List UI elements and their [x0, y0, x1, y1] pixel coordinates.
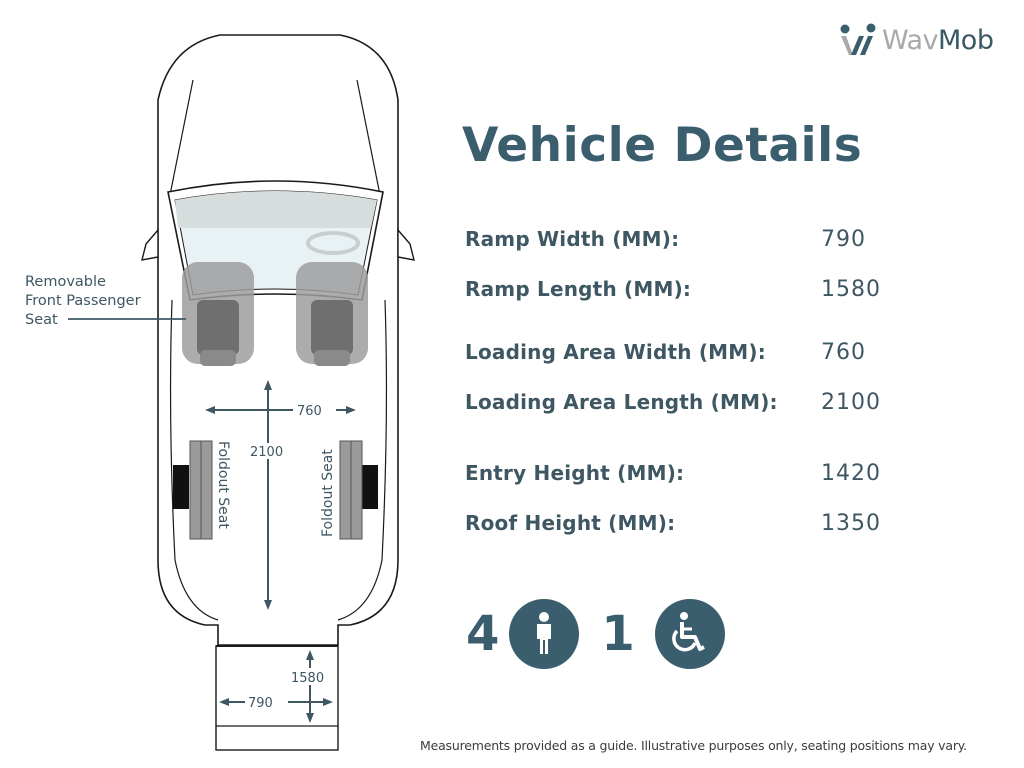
front-passenger-seat: [182, 262, 254, 366]
brand-name-part1: Wav: [882, 24, 939, 56]
loading-width-dimension: 760: [297, 404, 322, 419]
spec-label: Loading Area Width (MM):: [465, 340, 766, 364]
disclaimer-text: Measurements provided as a guide. Illust…: [420, 738, 967, 753]
person-icon: [509, 599, 580, 669]
spec-row-ramp-width: Ramp Width (MM): 790: [465, 224, 905, 254]
spec-label: Ramp Width (MM):: [465, 227, 680, 251]
foldout-seat-right-label: Foldout Seat: [320, 449, 336, 537]
ramp-length-dimension: 1580: [291, 671, 324, 686]
ramp-width-dimension: 790: [248, 696, 273, 711]
spec-label: Entry Height (MM):: [465, 461, 685, 485]
wheelchair-icon: [654, 599, 725, 669]
front-seat-label-line1: Removable: [25, 274, 106, 290]
page-title: Vehicle Details: [462, 118, 863, 173]
foldout-seat-left-label: Foldout Seat: [215, 441, 231, 529]
wavmob-logo-icon: [840, 23, 876, 55]
brand-name-part2: Mob: [938, 24, 994, 56]
passenger-count: 4: [466, 606, 500, 662]
wheelchair-count: 1: [601, 606, 635, 662]
spec-row-loading-length: Loading Area Length (MM): 2100: [465, 387, 905, 417]
brand-logo: WavMob: [838, 20, 1013, 60]
loading-length-dimension: 2100: [250, 445, 283, 460]
spec-value: 1350: [821, 510, 881, 536]
spec-value: 2100: [821, 389, 881, 415]
spec-value: 760: [821, 339, 866, 365]
spec-label: Ramp Length (MM):: [465, 277, 692, 301]
foldout-seat-right: [339, 440, 363, 540]
front-seat-label-line3: Seat: [25, 312, 58, 328]
spec-value: 1580: [821, 276, 881, 302]
driver-seat: [296, 262, 368, 366]
spec-row-entry-height: Entry Height (MM): 1420: [465, 458, 905, 488]
ramp: [215, 645, 339, 751]
spec-row-loading-width: Loading Area Width (MM): 760: [465, 337, 905, 367]
vehicle-top-view-diagram: Removable Front Passenger Seat Foldout S…: [25, 34, 415, 751]
spec-label: Roof Height (MM):: [465, 511, 676, 535]
spec-value: 790: [821, 226, 866, 252]
foldout-seat-left: [189, 440, 213, 540]
spec-row-ramp-length: Ramp Length (MM): 1580: [465, 274, 905, 304]
spec-label: Loading Area Length (MM):: [465, 390, 778, 414]
brand-name: WavMob: [882, 24, 994, 56]
spec-value: 1420: [821, 460, 881, 486]
front-seat-label-line2: Front Passenger: [25, 293, 141, 309]
spec-row-roof-height: Roof Height (MM): 1350: [465, 508, 905, 538]
seating-capacity: 4 1: [466, 598, 725, 670]
